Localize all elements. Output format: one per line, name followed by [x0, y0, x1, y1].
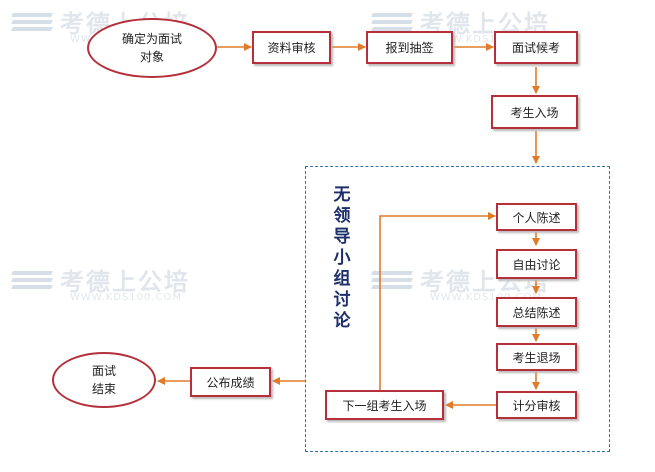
node-interview-waiting: 面试候考: [494, 31, 578, 64]
node-next-group-entry: 下一组考生入场: [325, 390, 444, 420]
node-publish-results: 公布成绩: [190, 367, 271, 397]
node-check-in-draw: 报到抽签: [366, 31, 453, 64]
node-free-discussion: 自由讨论: [496, 249, 577, 279]
end-node: 面试 结束: [52, 352, 156, 408]
arrow-next-loop: [379, 212, 496, 390]
node-score-review: 计分审核: [496, 391, 577, 419]
watermark-url: WWW.KDS100.COM: [430, 292, 543, 303]
watermark-url: WWW.KDS100.COM: [430, 34, 543, 45]
watermark-url: WWW.KDS100.COM: [70, 292, 183, 303]
start-node: 确定为面试 对象: [87, 18, 217, 78]
node-document-review: 资料审核: [252, 31, 331, 64]
node-candidate-exit: 考生退场: [496, 343, 577, 371]
node-candidate-entry: 考生入场: [491, 95, 578, 129]
node-summary-statement: 总结陈述: [496, 297, 577, 327]
discussion-group-label: 无 领 导 小 组 讨 论: [333, 185, 351, 331]
watermark-brand: 考德上公培: [60, 267, 190, 296]
node-personal-statement: 个人陈述: [496, 203, 577, 231]
discussion-group-container: [305, 166, 610, 452]
